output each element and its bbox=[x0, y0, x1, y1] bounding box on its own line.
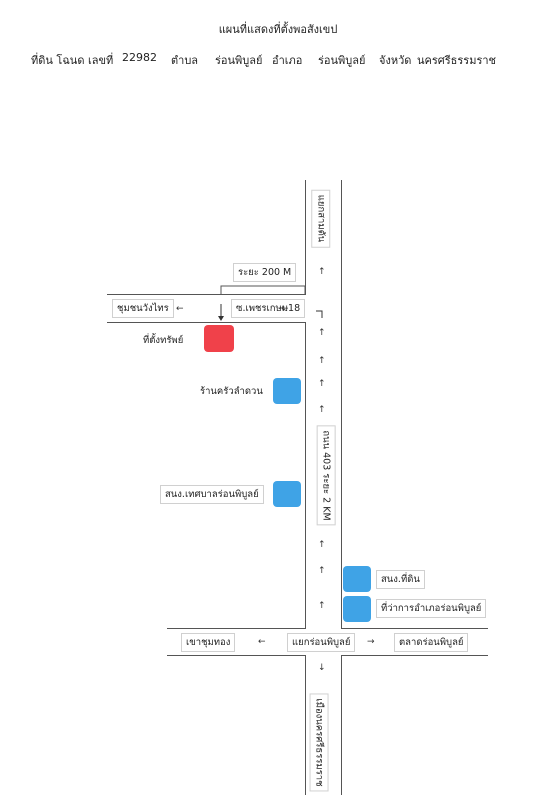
map-title: แผนที่แสดงที่ตั้งพอสังเขป bbox=[218, 23, 338, 36]
district-office-marker bbox=[343, 596, 371, 622]
arrow-up-icon: ↑ bbox=[318, 601, 326, 611]
soi-top-edge bbox=[107, 294, 306, 295]
arrow-down-icon: ↓ bbox=[318, 663, 326, 673]
arrow-up-icon: ↑ bbox=[318, 540, 326, 550]
main-road-east-edge bbox=[341, 180, 342, 628]
cross-road-top-east bbox=[341, 628, 488, 629]
cross-road-top-west bbox=[167, 628, 306, 629]
main-road-label: ถนน 403 ระยะ 2 KM bbox=[316, 425, 336, 526]
land-office-marker bbox=[343, 566, 371, 592]
subdistrict-label: ตำบล bbox=[171, 54, 199, 67]
arrow-up-icon: ↑ bbox=[318, 566, 326, 576]
arrow-left-icon: ← bbox=[281, 304, 289, 314]
arrow-up-icon: ↑ bbox=[318, 356, 326, 366]
distance-label: ระยะ 200 M bbox=[233, 263, 297, 282]
arrow-left-icon: ← bbox=[176, 304, 184, 314]
community-label: ชุมชนวังไทร bbox=[112, 299, 174, 318]
south-road-east-edge bbox=[341, 655, 342, 795]
main-road-west-edge-lower bbox=[305, 322, 306, 628]
deed-number: 22982 bbox=[122, 51, 157, 64]
district-value: ร่อนพิบูลย์ bbox=[318, 54, 366, 67]
cross-road-bottom-east bbox=[341, 655, 488, 656]
land-office-label: สนง.ที่ดิน bbox=[376, 570, 425, 589]
arrow-up-icon: ↑ bbox=[318, 405, 326, 415]
soi-bottom-edge bbox=[107, 322, 306, 323]
south-end-label: เมืองนครศรีธรรมราช bbox=[309, 693, 329, 792]
soi-label: ซ.เพชรเกษม18 bbox=[231, 299, 306, 318]
property-marker bbox=[204, 325, 234, 352]
land-label: ที่ดิน โฉนด เลขที่ bbox=[31, 54, 114, 67]
arrow-up-icon: ↑ bbox=[318, 328, 326, 338]
west-road-label: เขาชุมทอง bbox=[181, 633, 236, 652]
property-label: ที่ตั้งทรัพย์ bbox=[143, 335, 184, 346]
arrow-up-icon: ↑ bbox=[318, 379, 326, 389]
arrow-left-icon: ← bbox=[258, 637, 266, 647]
district-office-label: ที่ว่าการอำเภอร่อนพิบูลย์ bbox=[376, 599, 487, 618]
district-label: อำเภอ bbox=[272, 54, 303, 67]
municipal-office-label: สนง.เทศบาลร่อนพิบูลย์ bbox=[160, 485, 264, 504]
main-road-west-edge bbox=[305, 180, 306, 294]
north-end-label: แยกสามตัน bbox=[311, 189, 331, 248]
restaurant-marker bbox=[273, 378, 301, 404]
east-road-label: ตลาดร่อนพิบูลย์ bbox=[394, 633, 469, 652]
province-value: นครศรีธรรมราช bbox=[417, 54, 497, 67]
cross-road-bottom-west bbox=[167, 655, 306, 656]
south-road-west-edge bbox=[305, 655, 306, 795]
arrow-up-icon: ↑ bbox=[318, 267, 326, 277]
restaurant-label: ร้านครัวลำดวน bbox=[200, 386, 263, 397]
arrow-right-icon: → bbox=[367, 637, 375, 647]
province-label: จังหวัด bbox=[379, 54, 412, 67]
intersection-label: แยกร่อนพิบูลย์ bbox=[287, 633, 356, 652]
municipal-office-marker bbox=[273, 481, 301, 507]
subdistrict-value: ร่อนพิบูลย์ bbox=[215, 54, 263, 67]
